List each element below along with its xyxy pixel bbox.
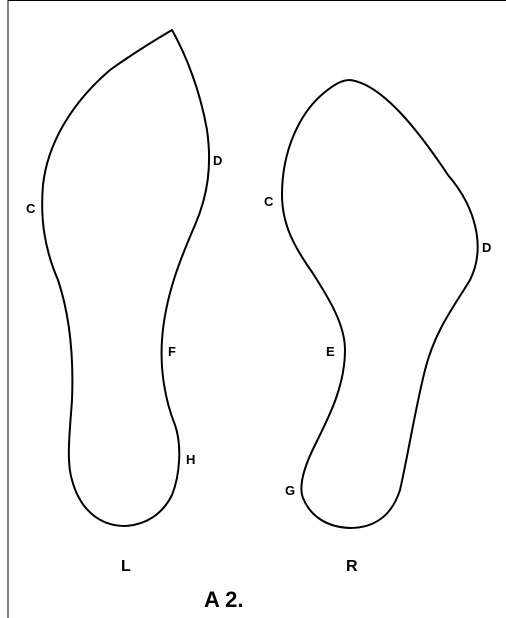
right-point-d-label: D <box>482 240 491 255</box>
left-foot-side-label: L <box>121 558 131 575</box>
right-point-g-label: G <box>285 483 295 498</box>
right-point-c-label: C <box>264 194 274 209</box>
left-point-c-label: C <box>26 201 36 216</box>
right-point-e-label: E <box>326 344 335 359</box>
right-foot-outline <box>282 80 478 528</box>
left-point-h-label: H <box>186 452 195 467</box>
left-point-d-label: D <box>213 153 222 168</box>
left-point-f-label: F <box>168 344 176 359</box>
right-foot-side-label: R <box>346 558 358 575</box>
left-foot-outline <box>42 30 209 526</box>
figure-label: A 2. <box>204 587 244 612</box>
